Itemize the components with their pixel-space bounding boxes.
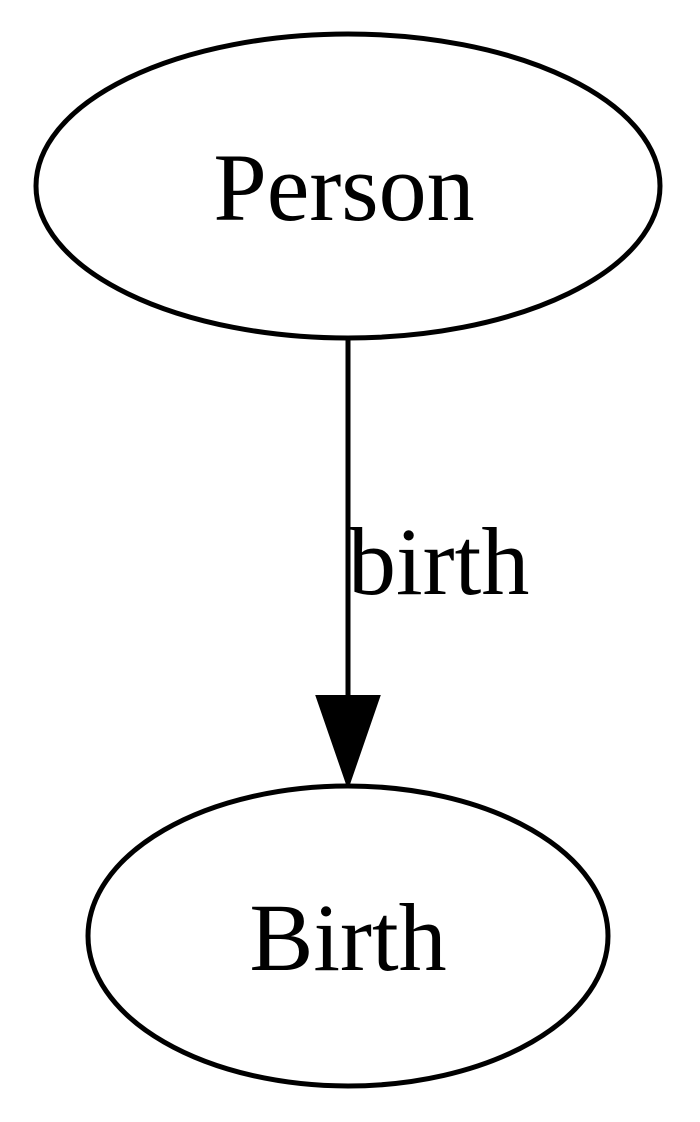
node-birth[interactable]: Birth xyxy=(85,783,611,1089)
edge-person-to-birth-label: birth xyxy=(348,508,529,615)
node-person-label: Person xyxy=(213,134,474,241)
node-birth-ellipse xyxy=(85,783,611,1089)
node-birth-label: Birth xyxy=(249,884,446,991)
edge-person-to-birth-arrowhead xyxy=(315,695,381,791)
node-person[interactable]: Person xyxy=(33,31,663,341)
node-person-ellipse xyxy=(33,31,663,341)
edge-person-to-birth: birth xyxy=(315,340,529,791)
